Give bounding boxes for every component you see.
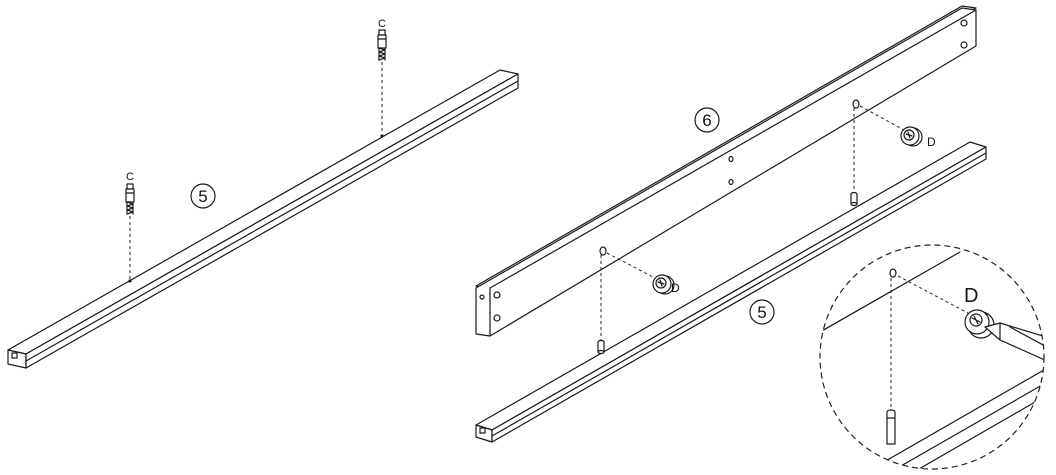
- detail-view: [819, 244, 1045, 470]
- part-number-5-left: 5: [198, 187, 207, 206]
- part-marker-6: 6: [694, 107, 720, 133]
- part-marker-5-left: 5: [190, 183, 216, 209]
- panel-part-6: [475, 5, 977, 337]
- dowel-right: [850, 108, 858, 207]
- part-number-6: 6: [702, 111, 711, 130]
- rail-part-5-left: [7, 69, 519, 369]
- dowel-left: [597, 255, 605, 355]
- screw-c-top: [377, 29, 387, 134]
- cam-label-d-1: D: [671, 281, 680, 295]
- cam-label-d-detail: D: [964, 285, 978, 307]
- screw-label-c-1: C: [126, 171, 134, 183]
- part-marker-5-right: 5: [749, 299, 775, 325]
- part-number-5-right: 5: [757, 303, 766, 322]
- screwdriver-icon: [984, 322, 1044, 366]
- cam-lock-detail: [964, 309, 995, 339]
- screw-label-c-2: C: [378, 18, 386, 30]
- screw-c-left: [125, 183, 135, 279]
- dowel-detail: [886, 409, 896, 445]
- rail-part-5-right: [475, 141, 987, 443]
- cam-lock-d-2: [859, 105, 923, 147]
- cam-label-d-2: D: [927, 135, 936, 149]
